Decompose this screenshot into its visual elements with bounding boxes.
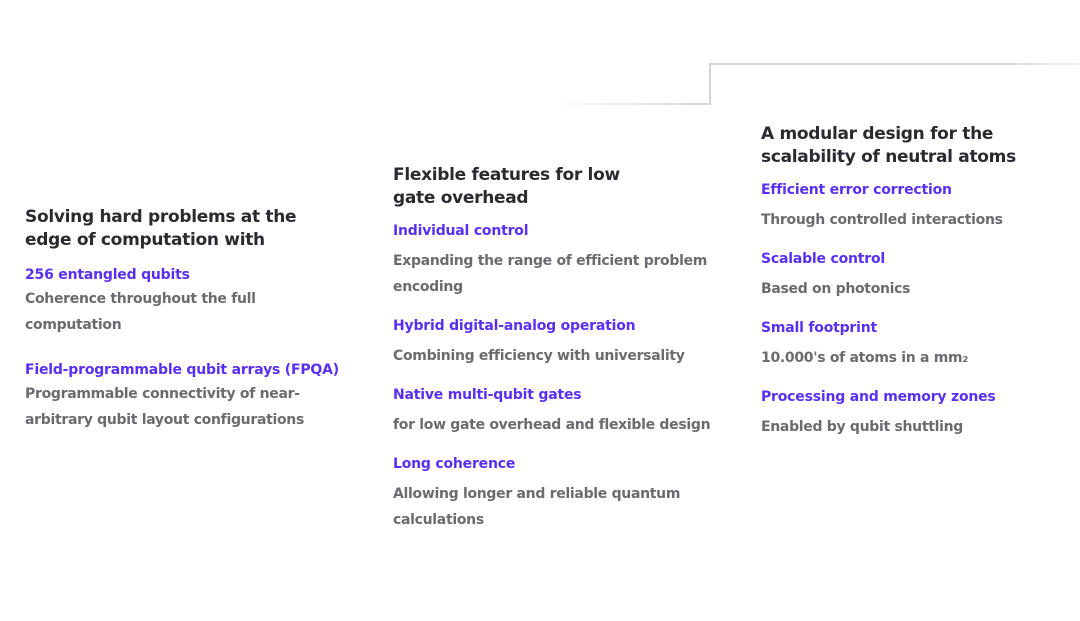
feature-description: Allowing longer and reliable quantum cal… bbox=[393, 486, 681, 528]
feature-description: Enabled by qubit shuttling bbox=[761, 419, 964, 435]
feature-description: Combining efficiency with universality bbox=[393, 348, 685, 364]
feature-item: Native multi-qubit gates for low gate ov… bbox=[393, 384, 713, 438]
feature-item: 256 entangled qubits Coherence throughou… bbox=[25, 264, 345, 338]
column-title: Solving hard problems at the edge of com… bbox=[25, 207, 297, 250]
feature-item: Field-programmable qubit arrays (FPQA) P… bbox=[25, 359, 345, 433]
column-title: A modular design for the scalability of … bbox=[761, 124, 1016, 167]
feature-description: for low gate overhead and flexible desig… bbox=[393, 417, 711, 433]
feature-description: Coherence throughout the full computatio… bbox=[25, 291, 256, 333]
column-flexible-features: Flexible features for low gate overhead … bbox=[393, 164, 713, 533]
feature-title: Small footprint bbox=[761, 320, 877, 336]
feature-title: Individual control bbox=[393, 223, 529, 239]
column-title: Flexible features for low gate overhead bbox=[393, 165, 620, 208]
feature-description: 10.000's of atoms in a mm₂ bbox=[761, 350, 969, 366]
feature-item: Individual control Expanding the range o… bbox=[393, 220, 713, 300]
feature-title: Efficient error correction bbox=[761, 182, 952, 198]
feature-item: Small footprint 10.000's of atoms in a m… bbox=[761, 317, 1080, 371]
feature-description: Based on photonics bbox=[761, 281, 911, 297]
feature-title: Long coherence bbox=[393, 456, 516, 472]
step-line-icon bbox=[555, 63, 1080, 105]
column-modular-design: A modular design for the scalability of … bbox=[761, 123, 1080, 440]
feature-item: Processing and memory zones Enabled by q… bbox=[761, 386, 1080, 440]
feature-title: Native multi-qubit gates bbox=[393, 387, 582, 403]
feature-title: 256 entangled qubits bbox=[25, 267, 190, 283]
feature-title: Processing and memory zones bbox=[761, 389, 996, 405]
feature-title: Scalable control bbox=[761, 251, 885, 267]
feature-item: Efficient error correction Through contr… bbox=[761, 179, 1080, 233]
feature-description: Through controlled interactions bbox=[761, 212, 1003, 228]
feature-item: Long coherence Allowing longer and relia… bbox=[393, 453, 713, 533]
column-computation: Solving hard problems at the edge of com… bbox=[25, 206, 345, 433]
feature-item: Hybrid digital-analog operation Combinin… bbox=[393, 315, 713, 369]
feature-description: Programmable connectivity of near-arbitr… bbox=[25, 386, 305, 428]
feature-item: Scalable control Based on photonics bbox=[761, 248, 1080, 302]
feature-description: Expanding the range of efficient problem… bbox=[393, 253, 708, 295]
feature-title: Field-programmable qubit arrays (FPQA) bbox=[25, 362, 339, 378]
feature-title: Hybrid digital-analog operation bbox=[393, 318, 636, 334]
